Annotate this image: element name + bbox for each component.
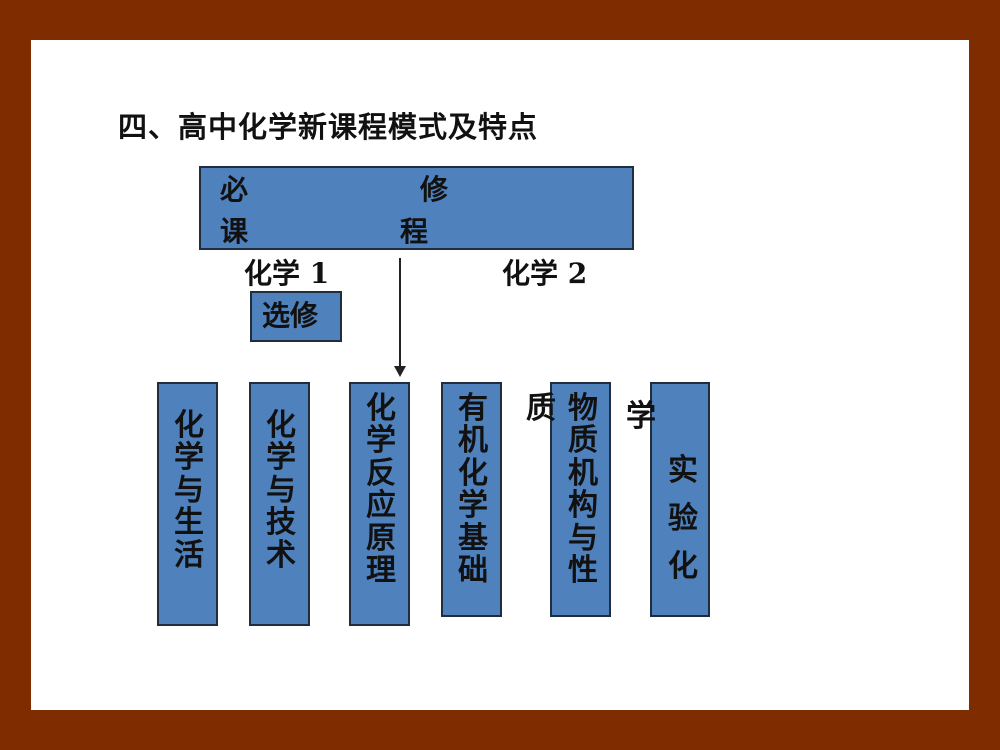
- elective-course-box-5: [550, 382, 611, 617]
- elective-course-box-1: [157, 382, 218, 626]
- elective-course-label-4: 有机化学基础: [458, 391, 488, 588]
- slide-title: 四、高中化学新课程模式及特点: [118, 110, 539, 144]
- elective-course-overflow-5: 质: [526, 391, 556, 426]
- required-course-box: [199, 166, 634, 250]
- elective-course-label-3: 化学反应原理: [366, 391, 396, 588]
- elective-course-label-2: 化学与技术: [266, 408, 296, 573]
- required-char-1: 必: [220, 173, 249, 206]
- elective-course-label-1: 化学与生活: [174, 408, 204, 573]
- arrow-down-icon: [394, 366, 406, 377]
- elective-label: 选修: [262, 299, 319, 332]
- required-char-4: 程: [400, 215, 429, 248]
- elective-box: [250, 291, 342, 342]
- elective-course-box-4: [441, 382, 502, 617]
- elective-course-label-5: 物质机构与性: [568, 391, 598, 588]
- required-char-2: 修: [420, 173, 449, 206]
- arrow-line: [399, 258, 401, 368]
- required-char-3: 课: [220, 215, 249, 248]
- course-chemistry-1: 化学 1: [244, 257, 330, 290]
- elective-course-label-6: 实验化: [668, 453, 698, 584]
- elective-course-box-6: [650, 382, 710, 617]
- elective-course-box-3: [349, 382, 410, 626]
- course-chemistry-2: 化学 2: [502, 257, 588, 290]
- elective-course-overflow-6: 学: [626, 399, 656, 434]
- elective-course-box-2: [249, 382, 310, 626]
